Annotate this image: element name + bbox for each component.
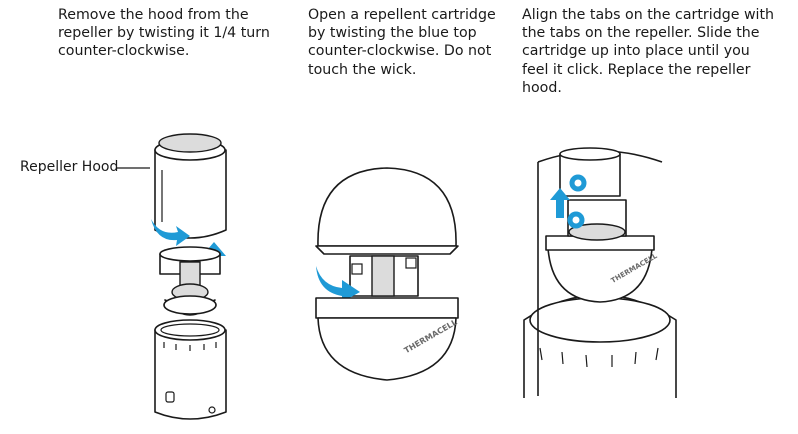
step-2-text: Open a repellent cartridge by twisting t… <box>308 7 496 78</box>
twist-arrow-icon <box>316 266 360 302</box>
alignment-tab-ring-icon <box>569 174 587 192</box>
repeller-base <box>154 319 227 420</box>
up-arrow-icon <box>550 188 570 218</box>
repeller-stem <box>537 147 663 396</box>
alignment-tab-ring-icon <box>567 211 585 229</box>
repeller-top <box>159 246 221 316</box>
twist-arrow-icon <box>151 219 190 246</box>
step-1-illustration <box>116 133 227 420</box>
step-3-illustration: THERMACELL <box>523 147 677 398</box>
step-1-text: Remove the hood from the repeller by twi… <box>58 7 270 60</box>
repeller-hood <box>154 133 227 239</box>
cartridge-cap <box>317 167 457 247</box>
step-2-illustration: THERMACELL <box>315 167 459 381</box>
step-3-text: Align the tabs on the cartridge with the… <box>522 7 775 96</box>
repeller-hood-callout: Repeller Hood <box>20 159 119 175</box>
inserted-cartridge: THERMACELL <box>545 235 659 303</box>
cartridge-bowl: THERMACELL <box>315 297 459 381</box>
